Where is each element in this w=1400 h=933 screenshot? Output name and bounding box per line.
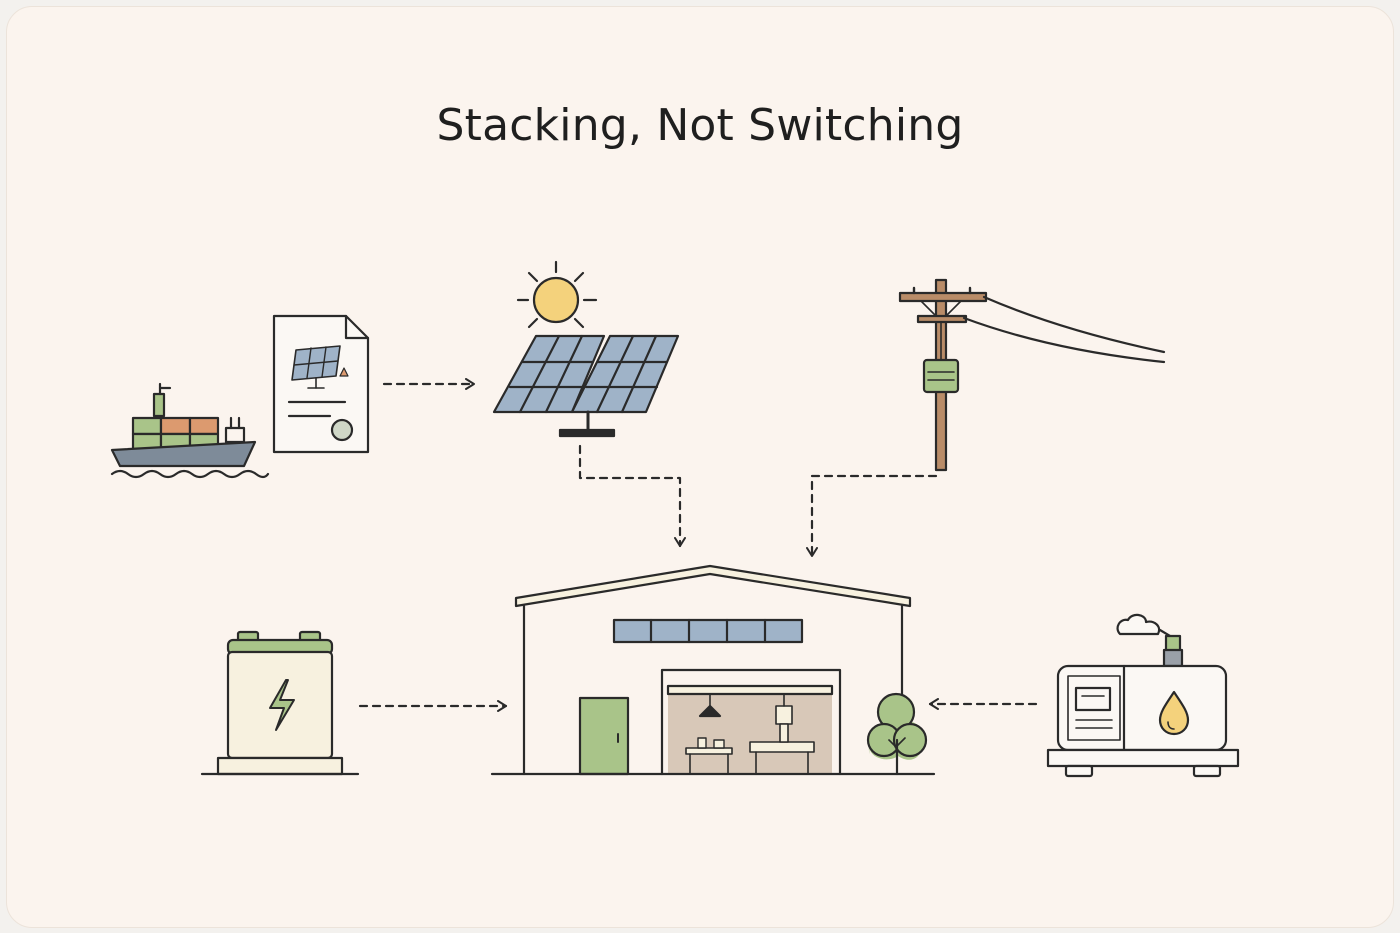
electric-meter-icon — [922, 358, 960, 394]
tree-icon — [866, 692, 928, 776]
solar-contract-document-icon — [272, 314, 370, 454]
factory-building-icon — [490, 564, 936, 776]
battery-icon — [200, 630, 360, 776]
fuel-drop-icon — [1158, 690, 1190, 736]
arrow-solar-to-building — [578, 444, 686, 548]
cargo-ship-icon — [110, 382, 270, 479]
diesel-generator-icon — [1046, 613, 1240, 778]
diagram-title: Stacking, Not Switching — [436, 100, 964, 151]
arrow-grid-to-building — [806, 474, 938, 558]
solar-panel-icon — [492, 334, 680, 438]
sun-icon — [516, 260, 598, 329]
